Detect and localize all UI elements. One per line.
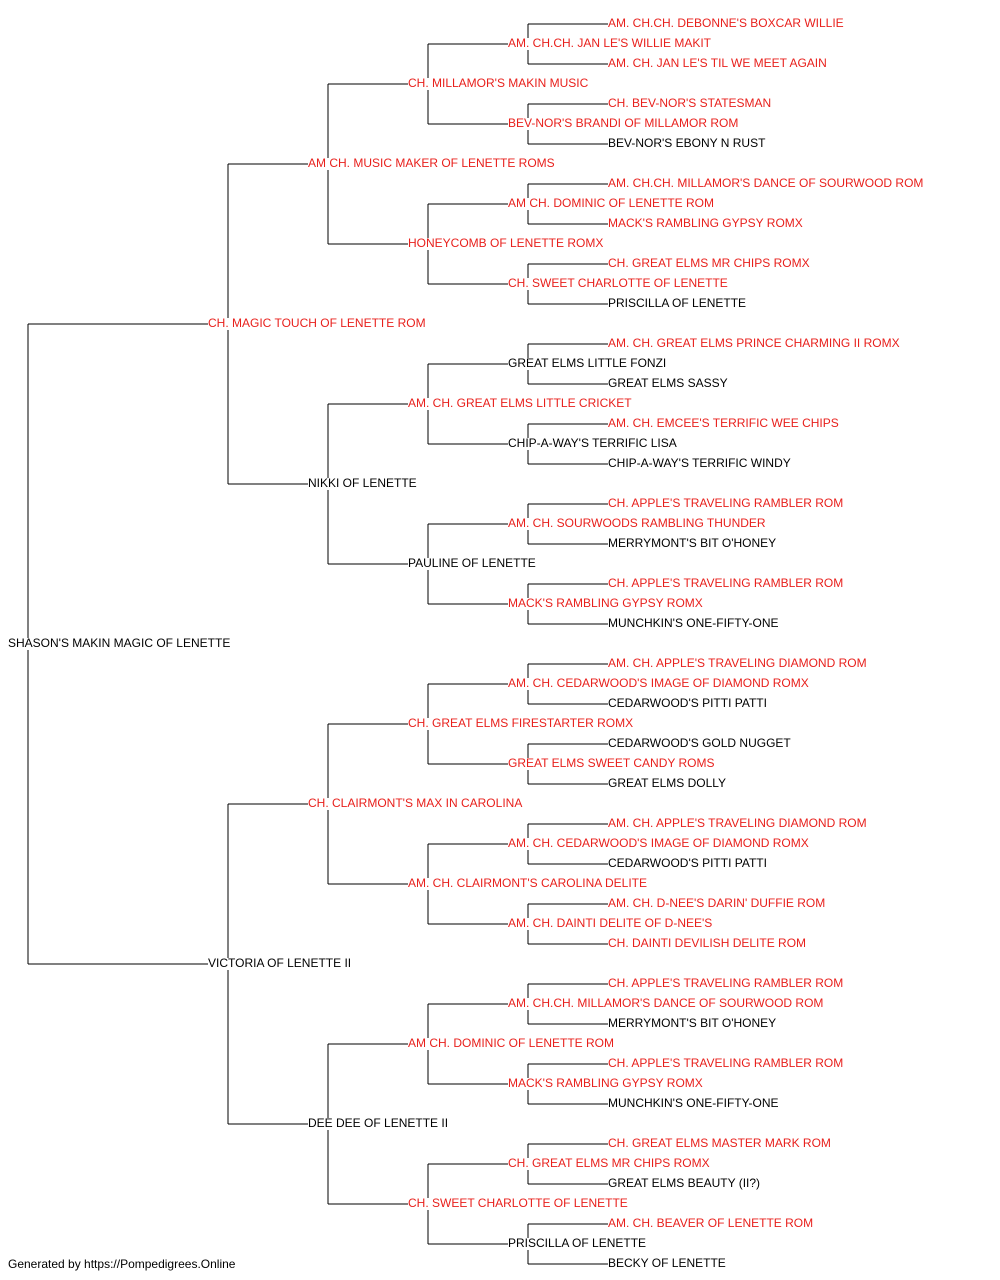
dog-name-gen4: AM CH. DOMINIC OF LENETTE ROM	[508, 196, 714, 210]
pedigree-names: SHASON'S MAKIN MAGIC OF LENETTE CH. MAGIC…	[8, 16, 923, 1270]
dog-name-gen3: CH. MILLAMOR'S MAKIN MUSIC	[408, 76, 589, 90]
dog-name-gen4: CH. GREAT ELMS MR CHIPS ROMX	[508, 1156, 710, 1170]
dog-name-gen4: CH. SWEET CHARLOTTE OF LENETTE	[508, 276, 728, 290]
dog-name-gen3: AM CH. DOMINIC OF LENETTE ROM	[408, 1036, 614, 1050]
dog-name-gen5: AM. CH. GREAT ELMS PRINCE CHARMING II RO…	[608, 336, 900, 350]
dog-name-gen4: MACK'S RAMBLING GYPSY ROMX	[508, 596, 703, 610]
dog-name-gen5: GREAT ELMS SASSY	[608, 376, 728, 390]
dog-name-gen5: CEDARWOOD'S PITTI PATTI	[608, 696, 767, 710]
dog-name-gen5: AM. CH. D-NEE'S DARIN' DUFFIE ROM	[608, 896, 825, 910]
dog-name-gen2: CH. CLAIRMONT'S MAX IN CAROLINA	[308, 796, 522, 810]
dog-name-gen5: GREAT ELMS DOLLY	[608, 776, 726, 790]
dog-name-gen2: DEE DEE OF LENETTE II	[308, 1116, 448, 1130]
pedigree-connectors	[27, 23, 608, 1265]
dog-name-gen2: AM CH. MUSIC MAKER OF LENETTE ROMS	[308, 156, 555, 170]
dog-name-gen2: NIKKI OF LENETTE	[308, 476, 417, 490]
dog-name-gen4: GREAT ELMS LITTLE FONZI	[508, 356, 666, 370]
dog-name-gen4: BEV-NOR'S BRANDI OF MILLAMOR ROM	[508, 116, 738, 130]
dog-name-gen4: AM. CH.CH. JAN LE'S WILLIE MAKIT	[508, 36, 712, 50]
dog-name-gen5: CH. GREAT ELMS MASTER MARK ROM	[608, 1136, 831, 1150]
dog-name-gen5: CH. APPLE'S TRAVELING RAMBLER ROM	[608, 576, 843, 590]
dog-name-gen5: CH. APPLE'S TRAVELING RAMBLER ROM	[608, 496, 843, 510]
dog-name-gen0: SHASON'S MAKIN MAGIC OF LENETTE	[8, 636, 230, 650]
dog-name-gen5: GREAT ELMS BEAUTY (II?)	[608, 1176, 760, 1190]
dog-name-gen5: CH. GREAT ELMS MR CHIPS ROMX	[608, 256, 810, 270]
dog-name-gen5: MERRYMONT'S BIT O'HONEY	[608, 1016, 776, 1030]
dog-name-gen4: PRISCILLA OF LENETTE	[508, 1236, 646, 1250]
dog-name-gen5: CH. BEV-NOR'S STATESMAN	[608, 96, 771, 110]
dog-name-gen5: MACK'S RAMBLING GYPSY ROMX	[608, 216, 803, 230]
dog-name-gen5: AM. CH. EMCEE'S TERRIFIC WEE CHIPS	[608, 416, 839, 430]
dog-name-gen5: MERRYMONT'S BIT O'HONEY	[608, 536, 776, 550]
dog-name-gen3: HONEYCOMB OF LENETTE ROMX	[408, 236, 603, 250]
dog-name-gen1: CH. MAGIC TOUCH OF LENETTE ROM	[208, 316, 426, 330]
dog-name-gen3: AM. CH. CLAIRMONT'S CAROLINA DELITE	[408, 876, 647, 890]
dog-name-gen5: CH. APPLE'S TRAVELING RAMBLER ROM	[608, 976, 843, 990]
dog-name-gen4: AM. CH.CH. MILLAMOR'S DANCE OF SOURWOOD …	[508, 996, 823, 1010]
dog-name-gen5: CEDARWOOD'S PITTI PATTI	[608, 856, 767, 870]
dog-name-gen5: CHIP-A-WAY'S TERRIFIC WINDY	[608, 456, 791, 470]
dog-name-gen4: GREAT ELMS SWEET CANDY ROMS	[508, 756, 714, 770]
dog-name-gen4: AM. CH. CEDARWOOD'S IMAGE OF DIAMOND ROM…	[508, 676, 809, 690]
dog-name-gen5: BECKY OF LENETTE	[608, 1256, 726, 1270]
dog-name-gen5: AM. CH. APPLE'S TRAVELING DIAMOND ROM	[608, 656, 867, 670]
dog-name-gen4: AM. CH. SOURWOODS RAMBLING THUNDER	[508, 516, 766, 530]
footer-credit: Generated by https://Pompedigrees.Online	[8, 1257, 236, 1271]
dog-name-gen5: PRISCILLA OF LENETTE	[608, 296, 746, 310]
dog-name-gen4: MACK'S RAMBLING GYPSY ROMX	[508, 1076, 703, 1090]
dog-name-gen5: MUNCHKIN'S ONE-FIFTY-ONE	[608, 616, 779, 630]
dog-name-gen4: CHIP-A-WAY'S TERRIFIC LISA	[508, 436, 677, 450]
dog-name-gen3: CH. SWEET CHARLOTTE OF LENETTE	[408, 1196, 628, 1210]
dog-name-gen5: MUNCHKIN'S ONE-FIFTY-ONE	[608, 1096, 779, 1110]
dog-name-gen4: AM. CH. CEDARWOOD'S IMAGE OF DIAMOND ROM…	[508, 836, 809, 850]
dog-name-gen5: AM. CH.CH. MILLAMOR'S DANCE OF SOURWOOD …	[608, 176, 923, 190]
dog-name-gen3: CH. GREAT ELMS FIRESTARTER ROMX	[408, 716, 633, 730]
dog-name-gen5: CH. DAINTI DEVILISH DELITE ROM	[608, 936, 806, 950]
dog-name-gen5: AM. CH. JAN LE'S TIL WE MEET AGAIN	[608, 56, 827, 70]
dog-name-gen4: AM. CH. DAINTI DELITE OF D-NEE'S	[508, 916, 712, 930]
dog-name-gen1: VICTORIA OF LENETTE II	[208, 956, 351, 970]
dog-name-gen5: AM. CH. APPLE'S TRAVELING DIAMOND ROM	[608, 816, 867, 830]
dog-name-gen5: CEDARWOOD'S GOLD NUGGET	[608, 736, 791, 750]
dog-name-gen5: BEV-NOR'S EBONY N RUST	[608, 136, 766, 150]
dog-name-gen3: AM. CH. GREAT ELMS LITTLE CRICKET	[408, 396, 632, 410]
dog-name-gen5: AM. CH.CH. DEBONNE'S BOXCAR WILLIE	[608, 16, 844, 30]
dog-name-gen5: CH. APPLE'S TRAVELING RAMBLER ROM	[608, 1056, 843, 1070]
dog-name-gen5: AM. CH. BEAVER OF LENETTE ROM	[608, 1216, 813, 1230]
dog-name-gen3: PAULINE OF LENETTE	[408, 556, 536, 570]
